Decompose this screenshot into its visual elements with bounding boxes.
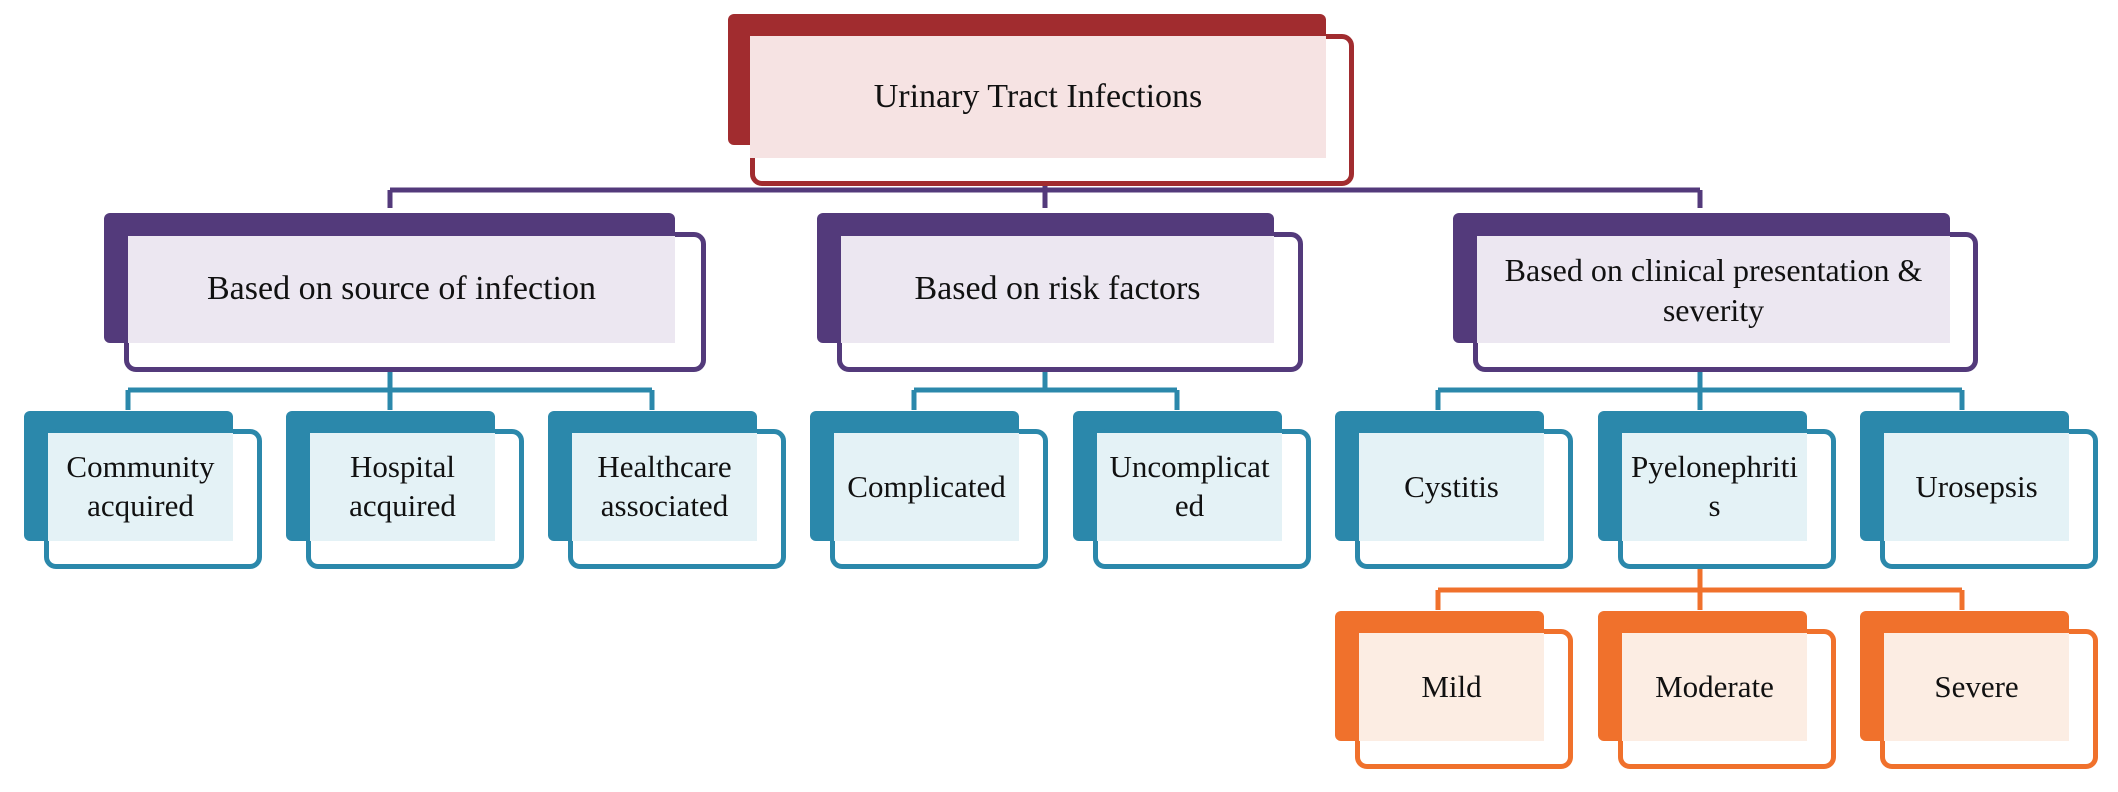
severity-connector bbox=[1435, 569, 1965, 610]
source-connector bbox=[125, 372, 655, 410]
root-label: Urinary Tract Infections bbox=[750, 36, 1326, 158]
severity-moderate-node: Moderate bbox=[1598, 611, 1836, 769]
severity-mild-label: Mild bbox=[1359, 633, 1544, 741]
category-clinical-node: Based on clinical presentation & severit… bbox=[1453, 213, 1978, 372]
clinical-pyelonephritis-node: Pyelonephritis bbox=[1598, 411, 1836, 569]
source-community-node: Community acquired bbox=[24, 411, 262, 569]
risk-complicated-node: Complicated bbox=[810, 411, 1048, 569]
clinical-connector bbox=[1435, 372, 1965, 410]
source-hospital-label: Hospital acquired bbox=[310, 433, 495, 541]
severity-mild-node: Mild bbox=[1335, 611, 1573, 769]
clinical-urosepsis-node: Urosepsis bbox=[1860, 411, 2098, 569]
clinical-urosepsis-label: Urosepsis bbox=[1884, 433, 2069, 541]
source-healthcare-label: Healthcare associated bbox=[572, 433, 757, 541]
category-source-label: Based on source of infection bbox=[128, 236, 675, 343]
risk-uncomplicated-label: Uncomplicated bbox=[1097, 433, 1282, 541]
clinical-pyelonephritis-label: Pyelonephritis bbox=[1622, 433, 1807, 541]
source-community-label: Community acquired bbox=[48, 433, 233, 541]
category-risk-node: Based on risk factors bbox=[817, 213, 1303, 372]
root-node: Urinary Tract Infections bbox=[728, 14, 1354, 186]
source-hospital-node: Hospital acquired bbox=[286, 411, 524, 569]
category-clinical-label: Based on clinical presentation & severit… bbox=[1477, 236, 1950, 343]
category-risk-label: Based on risk factors bbox=[841, 236, 1274, 343]
clinical-cystitis-node: Cystitis bbox=[1335, 411, 1573, 569]
severity-severe-node: Severe bbox=[1860, 611, 2098, 769]
clinical-cystitis-label: Cystitis bbox=[1359, 433, 1544, 541]
severity-severe-label: Severe bbox=[1884, 633, 2069, 741]
risk-complicated-label: Complicated bbox=[834, 433, 1019, 541]
severity-moderate-label: Moderate bbox=[1622, 633, 1807, 741]
risk-uncomplicated-node: Uncomplicated bbox=[1073, 411, 1311, 569]
risk-connector bbox=[911, 372, 1180, 410]
source-healthcare-node: Healthcare associated bbox=[548, 411, 786, 569]
category-source-node: Based on source of infection bbox=[104, 213, 706, 372]
